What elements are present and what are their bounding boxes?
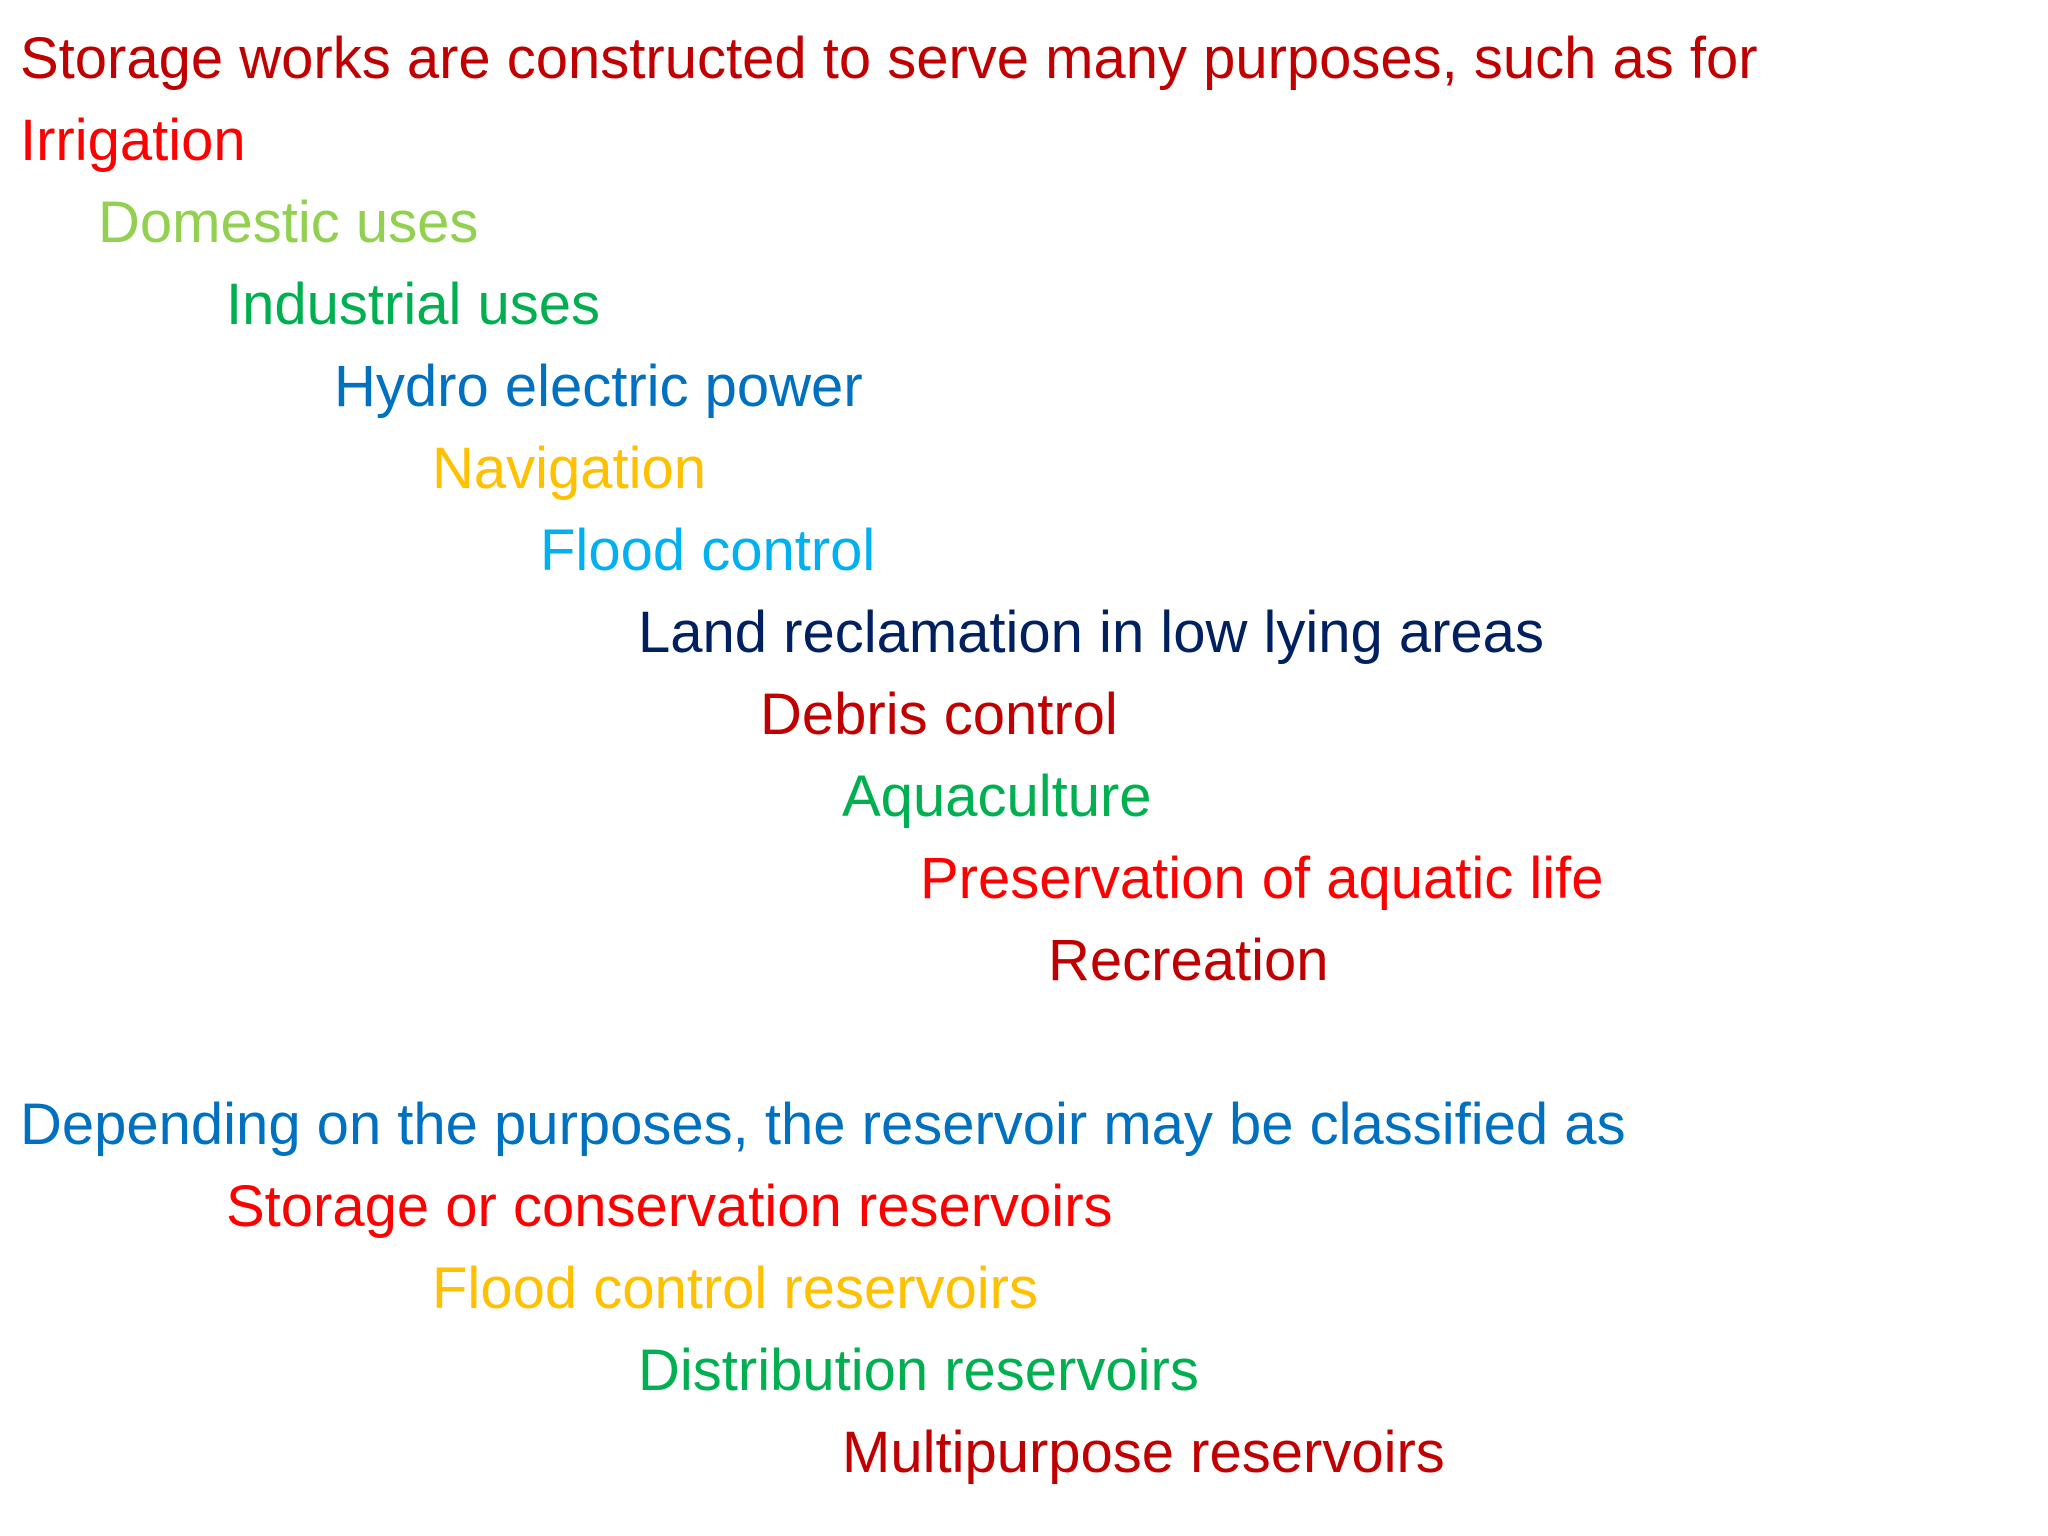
purpose-debris-control: Debris control xyxy=(760,682,1118,747)
purpose-domestic-uses: Domestic uses xyxy=(98,190,479,255)
purpose-aquaculture: Aquaculture xyxy=(842,764,1152,829)
purpose-recreation: Recreation xyxy=(1048,928,1329,993)
intro-heading: Storage works are constructed to serve m… xyxy=(20,26,1758,91)
purpose-industrial-uses: Industrial uses xyxy=(226,272,600,337)
purpose-irrigation: Irrigation xyxy=(20,108,246,173)
reservoir-type-storage: Storage or conservation reservoirs xyxy=(226,1174,1113,1239)
purpose-land-reclamation: Land reclamation in low lying areas xyxy=(638,600,1544,665)
reservoir-type-distribution: Distribution reservoirs xyxy=(638,1338,1199,1403)
reservoir-type-multipurpose: Multipurpose reservoirs xyxy=(842,1420,1445,1485)
purpose-flood-control: Flood control xyxy=(540,518,876,583)
purpose-hydro-electric-power: Hydro electric power xyxy=(334,354,863,419)
purpose-preservation-aquatic-life: Preservation of aquatic life xyxy=(920,846,1604,911)
classification-heading: Depending on the purposes, the reservoir… xyxy=(20,1092,1626,1157)
reservoir-type-flood-control: Flood control reservoirs xyxy=(432,1256,1038,1321)
purpose-navigation: Navigation xyxy=(432,436,707,501)
